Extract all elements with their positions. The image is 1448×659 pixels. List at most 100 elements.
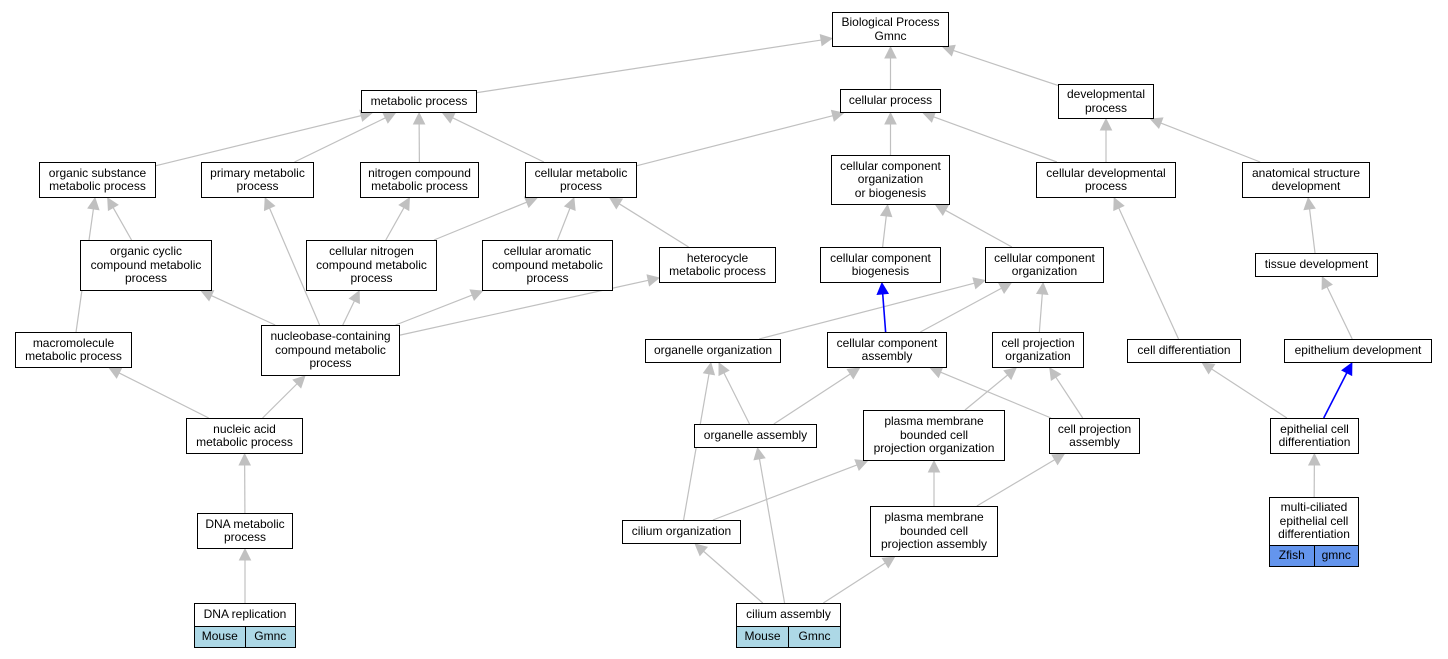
edge-organelle_assembly-to-cc_assembly [773, 373, 851, 425]
node-multiciliated-epithelial-cell-differentiation[interactable]: multi-ciliated epithelial cell different… [1269, 497, 1359, 567]
species-tag-zfish: Zfish [1270, 546, 1314, 566]
node-anatomical-structure-development[interactable]: anatomical structure development [1242, 162, 1370, 198]
node-dna-metabolic[interactable]: DNA metabolic process [197, 513, 293, 549]
node-label: DNA replication [203, 607, 287, 622]
node-label: cilium assembly [746, 607, 831, 622]
node-cell-projection-organization[interactable]: cell projection organization [992, 332, 1084, 368]
edge-tissue_development-to-anatomical_structure [1308, 208, 1316, 254]
arrowhead-anatomical_structure [1303, 196, 1316, 211]
arrowhead-heterocycle [646, 274, 661, 287]
edge-organelle_assembly-to-organelle_organization [723, 372, 751, 425]
gene-tag-gmnc: Gmnc [788, 627, 840, 647]
node-organelle-organization[interactable]: organelle organization [645, 339, 781, 363]
edge-cellular_nitrogen-to-nitrogen_compound [385, 207, 405, 241]
arrowhead-organelle_organization [718, 361, 730, 377]
arrowhead-macromolecule [108, 367, 123, 379]
node-organelle-assembly[interactable]: organelle assembly [694, 424, 817, 448]
edge-cellular_metabolic-to-cellular_process [636, 115, 833, 167]
edge-nucleobase-to-cellular_aromatic [395, 294, 473, 326]
node-epithelial-cell-differentiation[interactable]: epithelial cell differentiation [1270, 418, 1359, 454]
edge-organic_substance-to-metabolic [155, 115, 362, 167]
node-cc-organization[interactable]: cellular component organization [985, 247, 1104, 283]
node-developmental-process[interactable]: developmental process [1058, 84, 1154, 119]
node-cellular-aromatic-compound[interactable]: cellular aromatic compound metabolic pro… [482, 240, 613, 291]
arrowhead-cellular_process [884, 111, 897, 125]
node-biological-process[interactable]: Biological Process Gmnc [832, 12, 949, 47]
arrowhead-cellular_metabolic [608, 197, 624, 210]
edge-cc_assembly-to-cc_biogenesis [881, 293, 887, 333]
edge-cell_differentiation-to-cellular_developmental [1118, 207, 1180, 340]
node-primary-metabolic[interactable]: primary metabolic process [201, 162, 314, 198]
arrowhead-nucleic_acid [238, 452, 252, 466]
species-tags: Mouse Gmnc [195, 626, 295, 647]
node-nucleobase-containing[interactable]: nucleobase-containing compound metabolic… [261, 325, 400, 376]
node-cellular-developmental[interactable]: cellular developmental process [1036, 162, 1176, 198]
arrowhead-bp [819, 33, 834, 47]
edge-cc_biogenesis-to-cc_org_biogenesis [882, 215, 887, 248]
node-cellular-process[interactable]: cellular process [840, 89, 941, 113]
edge-cell_projection_organization-to-cc_organization [1038, 293, 1043, 333]
node-nitrogen-compound-metabolic[interactable]: nitrogen compound metabolic process [360, 162, 479, 198]
arrowhead-organelle_assembly [753, 446, 766, 461]
edge-cellular_metabolic-to-metabolic [452, 117, 545, 163]
edge-heterocycle-to-cellular_metabolic [618, 203, 689, 248]
arrowhead-cellular_nitrogen [348, 289, 360, 305]
gene-tag-gmnc: gmnc [1313, 546, 1358, 566]
node-heterocycle-metabolic[interactable]: heterocycle metabolic process [659, 247, 776, 283]
arrowhead-cc_assembly [929, 366, 944, 379]
node-macromolecule-metabolic[interactable]: macromolecule metabolic process [15, 332, 132, 368]
arrowhead-cellular_metabolic [523, 196, 538, 209]
edge-cellular_nitrogen-to-cellular_metabolic [433, 201, 527, 241]
node-cc-organization-or-biogenesis[interactable]: cellular component organization or bioge… [831, 155, 950, 205]
edge-anatomical_structure-to-developmental [1160, 122, 1261, 163]
edge-cellular_developmental-to-cellular_process [933, 116, 1058, 163]
node-cc-biogenesis[interactable]: cellular component biogenesis [820, 247, 941, 283]
arrowhead-organic_substance [87, 196, 100, 211]
arrowhead-cc_org_biogenesis [934, 204, 949, 217]
arrowhead-organic_substance [107, 197, 119, 212]
node-cilium-assembly[interactable]: cilium assembly Mouse Gmnc [736, 603, 841, 648]
edge-pm_projection_assembly-to-cell_projection_assembly [976, 459, 1056, 507]
node-cell-differentiation[interactable]: cell differentiation [1127, 339, 1241, 363]
arrowhead-pm_projection_organization [854, 459, 869, 472]
arrowhead-developmental [1099, 117, 1113, 131]
node-nucleic-acid-metabolic[interactable]: nucleic acid metabolic process [186, 418, 303, 454]
node-cc-assembly[interactable]: cellular component assembly [827, 332, 947, 368]
edge-nucleobase-to-primary_metabolic [268, 207, 321, 326]
edge-developmental-to-bp [953, 49, 1059, 87]
node-pm-projection-assembly[interactable]: plasma membrane bounded cell projection … [870, 506, 998, 557]
arrowhead-cc_organization [998, 282, 1013, 295]
node-cilium-organization[interactable]: cilium organization [622, 520, 741, 544]
arrowhead-cellular_developmental [1113, 196, 1125, 212]
edge-organelle_organization-to-cc_organization [759, 282, 975, 340]
node-cell-projection-assembly[interactable]: cell projection assembly [1049, 418, 1140, 454]
arrowhead-organelle_organization [702, 361, 716, 376]
edge-cilium_assembly-to-cilium_organization [703, 550, 764, 604]
arrowhead-cell_differentiation [1201, 362, 1216, 375]
edge-epithelial_cell_diff-to-cell_differentiation [1211, 368, 1288, 419]
node-organic-substance-metabolic[interactable]: organic substance metabolic process [39, 162, 156, 198]
species-tag-mouse: Mouse [737, 627, 788, 647]
arrowhead-cc_organization [972, 277, 987, 290]
edge-cilium_assembly-to-organelle_assembly [758, 458, 786, 604]
node-pm-projection-organization[interactable]: plasma membrane bounded cell projection … [863, 410, 1005, 461]
arrowhead-bp [941, 44, 956, 57]
edge-cell_projection_assembly-to-cc_assembly [940, 371, 1052, 419]
node-organic-cyclic-compound[interactable]: organic cyclic compound metabolic proces… [80, 240, 212, 291]
node-epithelium-development[interactable]: epithelium development [1284, 339, 1432, 363]
node-tissue-development[interactable]: tissue development [1255, 253, 1378, 277]
node-cellular-nitrogen-compound[interactable]: cellular nitrogen compound metabolic pro… [306, 240, 437, 291]
arrowhead-cell_projection_organization [1049, 367, 1062, 382]
node-metabolic-process[interactable]: metabolic process [361, 90, 477, 113]
arrowhead-primary_metabolic [263, 196, 276, 212]
edge-cilium_assembly-to-pm_projection_assembly [823, 562, 886, 604]
arrowhead-cellular_process [830, 109, 845, 122]
species-tag-mouse: Mouse [195, 627, 245, 647]
node-dna-replication[interactable]: DNA replication Mouse Gmnc [194, 603, 296, 648]
edge-organic_cyclic-to-organic_substance [112, 207, 133, 241]
arrowhead-cilium_organization [694, 543, 709, 557]
arrowhead-cell_projection_organization [1003, 367, 1017, 381]
gene-tag-gmnc: Gmnc [244, 627, 295, 647]
node-cellular-metabolic[interactable]: cellular metabolic process [525, 162, 637, 198]
